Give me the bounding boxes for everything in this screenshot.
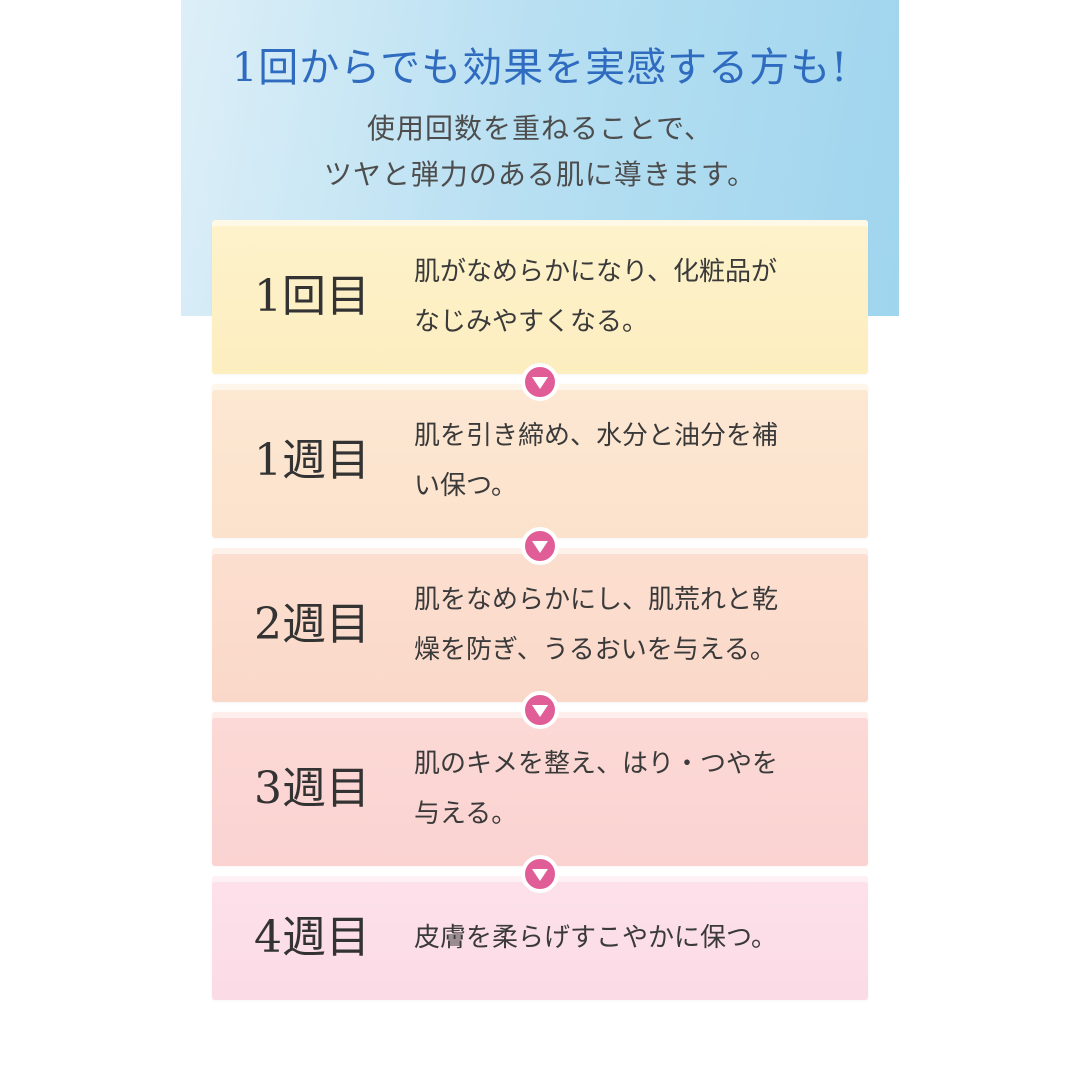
step-description-line-1: 肌のキメを整え、はり・つやを (414, 749, 779, 779)
step-description-line-2: なじみやすくなる。 (414, 307, 649, 337)
step-description: 肌がなめらかになり、化粧品が なじみやすくなる。 (414, 247, 844, 347)
down-triangle-circle-icon (521, 363, 559, 401)
step-description-line-1: 肌をなめらかにし、肌荒れと乾 (414, 585, 779, 615)
step-description-line-2: い保つ。 (414, 471, 517, 501)
step-description: 肌のキメを整え、はり・つやを 与える。 (414, 739, 844, 839)
step-label: 4週目 (254, 912, 370, 963)
step-description: 皮膚を柔らげすこやかに保つ。 (414, 913, 844, 963)
step-card-1: 1回目 肌がなめらかになり、化粧品が なじみやすくなる。 (212, 220, 868, 374)
step-description-line-1: 肌がなめらかになり、化粧品が (414, 257, 777, 287)
step-description-line-1: 皮膚を柔らげすこやかに保つ。 (414, 923, 777, 953)
down-triangle-circle-icon (521, 527, 559, 565)
step-label: 3週目 (254, 763, 370, 814)
step-card-5: 4週目 皮膚を柔らげすこやかに保つ。 (212, 876, 868, 1000)
subtitle-line-2: ツヤと弾力のある肌に導きます。 (323, 158, 757, 191)
step-description: 肌を引き締め、水分と油分を補 い保つ。 (414, 411, 844, 511)
step-card-2: 1週目 肌を引き締め、水分と油分を補 い保つ。 (212, 384, 868, 538)
step-description-line-1: 肌を引き締め、水分と油分を補 (414, 421, 779, 451)
step-description-line-2: 燥を防ぎ、うるおいを与える。 (414, 635, 776, 665)
step-label: 2週目 (254, 599, 370, 650)
step-label: 1週目 (254, 435, 370, 486)
step-card-3: 2週目 肌をなめらかにし、肌荒れと乾 燥を防ぎ、うるおいを与える。 (212, 548, 868, 702)
down-triangle-circle-icon (521, 691, 559, 729)
subtitle: 使用回数を重ねることで、 ツヤと弾力のある肌に導きます。 (181, 106, 899, 198)
subtitle-line-1: 使用回数を重ねることで、 (366, 112, 714, 145)
step-description: 肌をなめらかにし、肌荒れと乾 燥を防ぎ、うるおいを与える。 (414, 575, 844, 675)
step-card-4: 3週目 肌のキメを整え、はり・つやを 与える。 (212, 712, 868, 866)
step-label: 1回目 (254, 271, 370, 322)
headline: 1回からでも効果を実感する方も! (231, 45, 849, 91)
step-description-line-2: 与える。 (414, 799, 518, 829)
down-triangle-circle-icon (521, 855, 559, 893)
